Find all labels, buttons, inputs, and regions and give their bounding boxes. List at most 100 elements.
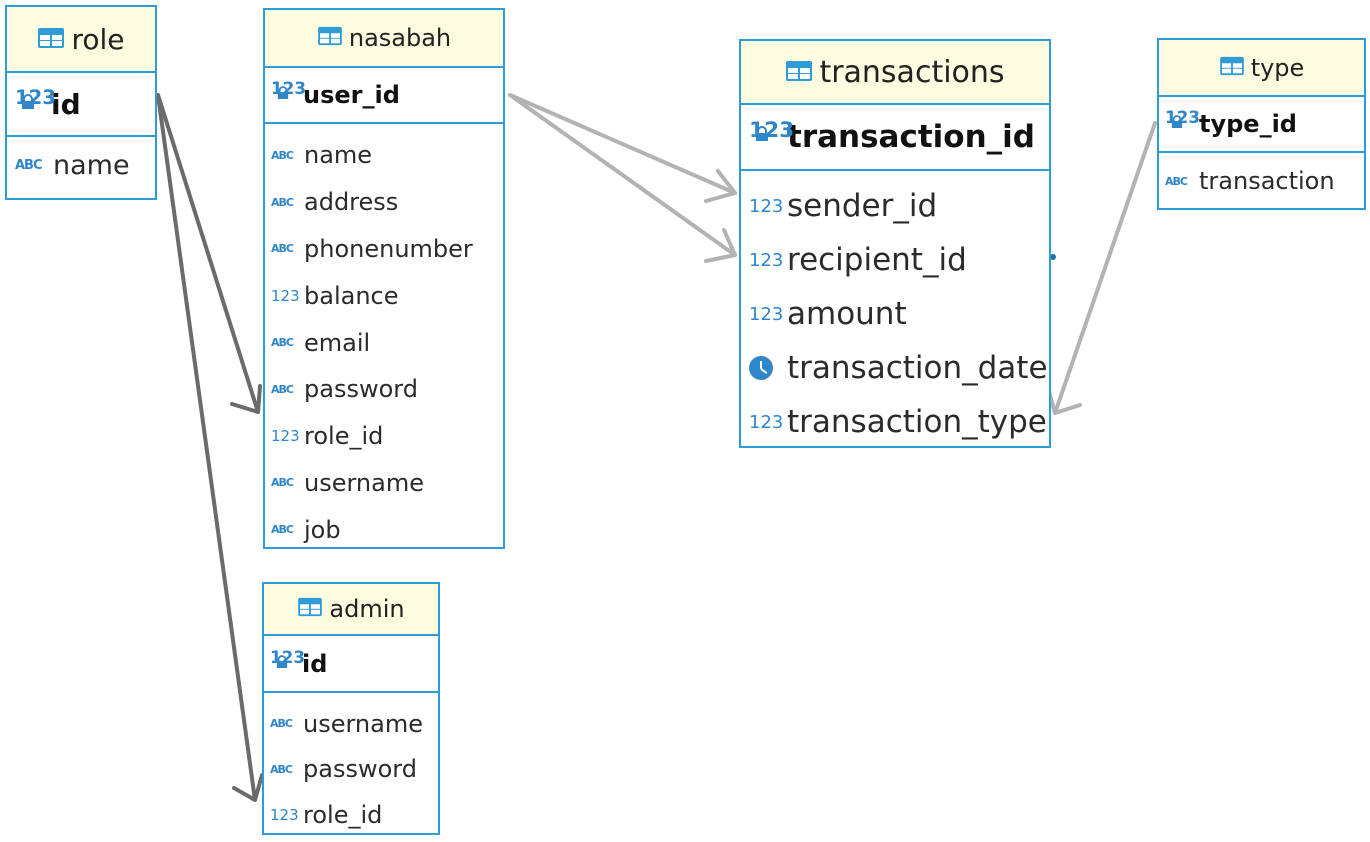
primary-key-icon: 123 xyxy=(749,118,795,143)
relation-nasabah-transactions-recipient xyxy=(508,93,737,263)
column-name: password xyxy=(303,755,417,784)
primary-key-icon: 123 xyxy=(270,646,306,668)
numeric-type-icon: 123 xyxy=(270,805,299,824)
relation-role-admin xyxy=(156,93,264,802)
text-type-icon: ABC xyxy=(271,195,294,209)
column-row[interactable]: ABC transaction xyxy=(1159,153,1364,209)
column-name: name xyxy=(304,141,373,170)
arrowhead xyxy=(704,228,737,263)
column-row[interactable]: transaction_date xyxy=(741,341,1049,395)
column-name: transaction_type xyxy=(787,404,1047,440)
column-name: email xyxy=(304,328,371,357)
entity-type[interactable]: type 123 type_id ABC transaction xyxy=(1157,38,1366,210)
primary-key-row[interactable]: 123 user_id xyxy=(265,68,503,124)
primary-key-row[interactable]: 123 transaction_id xyxy=(741,105,1049,171)
relation-nasabah-transactions-sender xyxy=(508,93,737,203)
entity-admin[interactable]: admin 123 id ABC username ABC password 123… xyxy=(262,582,440,835)
primary-key-row[interactable]: 123 id xyxy=(7,73,155,137)
column-row[interactable]: ABC password xyxy=(264,747,438,793)
entity-role[interactable]: role 123 id ABC name xyxy=(5,5,157,200)
text-type-icon: ABC xyxy=(270,717,293,731)
column-name: role_id xyxy=(304,422,384,451)
pk-column-name: id xyxy=(302,649,328,678)
column-row[interactable]: ABC email xyxy=(265,319,503,366)
numeric-type-icon: 123 xyxy=(749,411,784,433)
arrowhead xyxy=(1046,386,1082,415)
text-type-icon: ABC xyxy=(15,157,43,173)
numeric-type-icon: 123 xyxy=(749,303,784,325)
column-row[interactable]: ABC username xyxy=(265,460,503,507)
primary-key-icon: 123 xyxy=(271,78,307,99)
primary-key-icon: 123 xyxy=(1165,107,1201,128)
relation-line xyxy=(508,93,737,195)
column-row[interactable]: ABC password xyxy=(265,366,503,413)
primary-key-icon: 123 xyxy=(15,86,56,109)
column-name: recipient_id xyxy=(787,242,967,278)
column-name: role_id xyxy=(303,800,383,829)
pk-column-name: id xyxy=(51,87,81,121)
entity-title: role xyxy=(71,22,125,56)
entity-nasabah-header: nasabah xyxy=(265,10,503,68)
column-row[interactable]: ABC address xyxy=(265,179,503,226)
column-name: amount xyxy=(787,296,907,332)
text-type-icon: ABC xyxy=(270,762,293,776)
text-type-icon: ABC xyxy=(271,523,294,537)
column-name: transaction_date xyxy=(787,350,1048,386)
primary-key-row[interactable]: 123 id xyxy=(264,636,438,693)
primary-key-row[interactable]: 123 type_id xyxy=(1159,97,1364,153)
numeric-type-icon: 123 xyxy=(749,249,784,271)
text-type-icon: ABC xyxy=(271,336,294,350)
arrowhead xyxy=(704,169,737,203)
relation-type-transactions xyxy=(1046,121,1157,415)
column-row[interactable]: ABC username xyxy=(264,701,438,747)
column-name: name xyxy=(53,149,130,181)
entity-title: type xyxy=(1250,53,1305,82)
column-name: address xyxy=(304,188,399,217)
entity-role-header: role xyxy=(7,7,155,73)
entity-title: admin xyxy=(329,595,405,623)
relation-line xyxy=(508,93,737,257)
column-name: username xyxy=(303,709,423,738)
column-name: username xyxy=(304,468,424,497)
column-list: ABC transaction xyxy=(1159,153,1364,209)
pk-column-name: user_id xyxy=(303,81,400,109)
column-name: sender_id xyxy=(787,188,938,224)
table-icon xyxy=(785,55,813,90)
entity-title: transactions xyxy=(819,54,1005,90)
text-type-icon: ABC xyxy=(271,382,294,396)
relation-line xyxy=(156,93,260,414)
entity-transactions-header: transactions xyxy=(741,41,1049,105)
arrowhead xyxy=(230,384,262,414)
table-icon xyxy=(37,23,65,56)
pk-column-name: type_id xyxy=(1199,110,1297,138)
entity-admin-header: admin xyxy=(264,584,438,636)
column-row[interactable]: ABC name xyxy=(7,137,155,193)
column-name: phonenumber xyxy=(304,234,473,263)
numeric-type-icon: 123 xyxy=(271,286,300,305)
relation-role-nasabah xyxy=(156,93,262,414)
entity-type-header: type xyxy=(1159,40,1364,97)
column-name: balance xyxy=(304,281,399,310)
column-name: transaction xyxy=(1199,167,1335,195)
clock-icon xyxy=(749,356,773,380)
entity-title: nasabah xyxy=(348,24,452,52)
numeric-type-icon: 123 xyxy=(271,427,300,446)
text-type-icon: ABC xyxy=(271,476,294,490)
column-name: password xyxy=(304,375,418,404)
text-type-icon: ABC xyxy=(1165,174,1188,188)
